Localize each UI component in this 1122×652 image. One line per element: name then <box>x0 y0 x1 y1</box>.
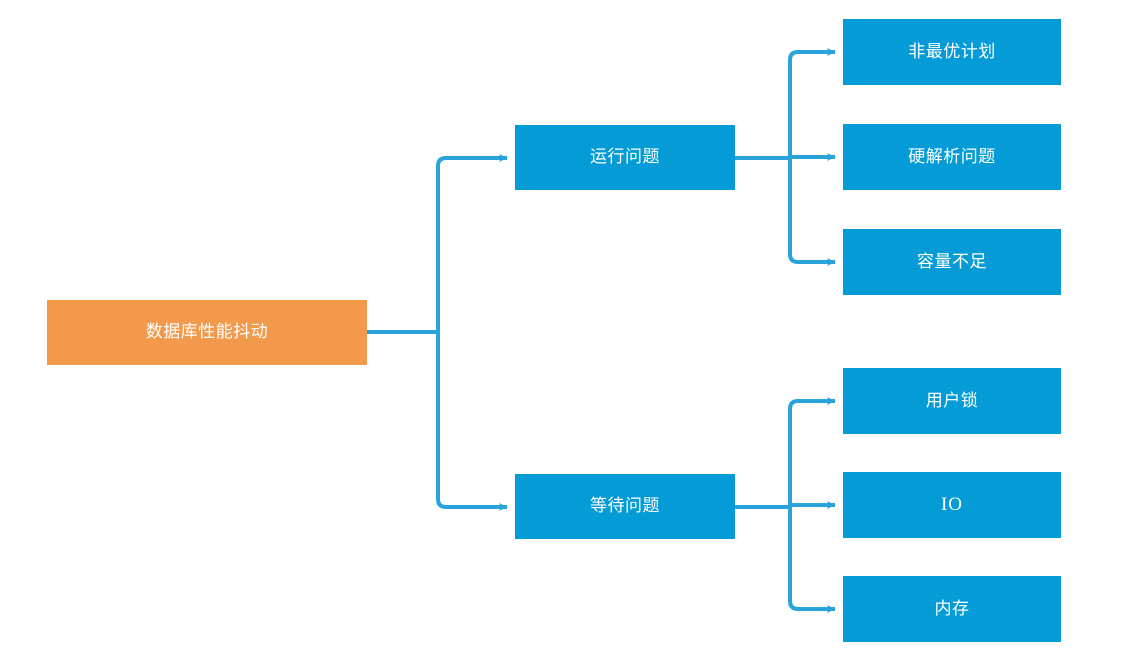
node-wait[interactable]: 等待问题 <box>515 474 735 539</box>
edge-wait-to-memory <box>788 507 836 613</box>
node-runtime[interactable]: 运行问题 <box>515 125 735 190</box>
node-io[interactable]: IO <box>843 472 1061 538</box>
node-non-optimal-plan-label: 非最优计划 <box>908 41 996 61</box>
node-runtime-label: 运行问题 <box>590 147 660 167</box>
edge-root-to-runtime <box>436 154 508 332</box>
node-wait-label: 等待问题 <box>590 496 660 516</box>
node-memory[interactable]: 内存 <box>843 576 1061 642</box>
node-hard-parse[interactable]: 硬解析问题 <box>843 124 1061 190</box>
edge-root-to-wait <box>436 332 508 511</box>
node-root[interactable]: 数据库性能抖动 <box>47 300 367 365</box>
edge-runtime-to-non-optimal-plan <box>788 48 836 158</box>
node-root-label: 数据库性能抖动 <box>145 322 269 342</box>
node-memory-label: 内存 <box>934 598 970 618</box>
node-non-optimal-plan[interactable]: 非最优计划 <box>843 19 1061 85</box>
node-user-lock[interactable]: 用户锁 <box>843 368 1061 434</box>
edge-wait-to-user-lock <box>788 397 836 507</box>
node-io-label: IO <box>940 493 964 515</box>
node-insufficient-capacity-label: 容量不足 <box>917 251 987 271</box>
edge-runtime-to-insufficient-capacity <box>788 158 836 266</box>
node-insufficient-capacity[interactable]: 容量不足 <box>843 229 1061 295</box>
node-hard-parse-label: 硬解析问题 <box>908 146 996 166</box>
node-user-lock-label: 用户锁 <box>925 390 979 410</box>
